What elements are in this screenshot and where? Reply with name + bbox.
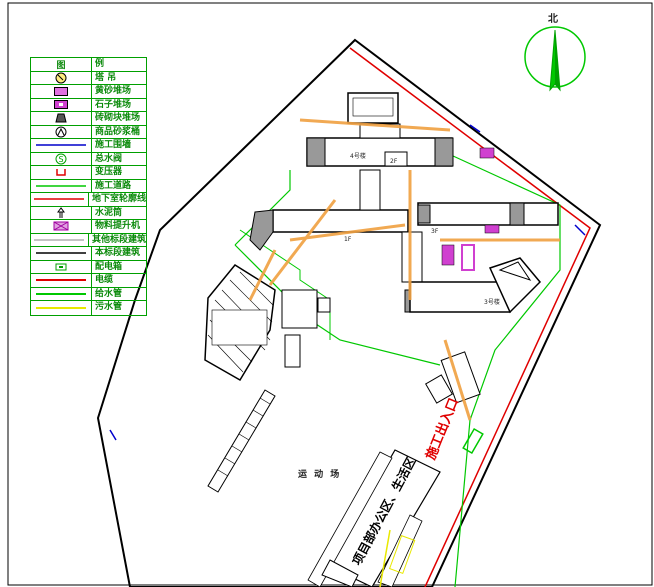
main-valve-icon: S [55, 153, 67, 165]
legend-item-label: 水泥筒 [95, 207, 123, 218]
other-building-line-icon [34, 239, 85, 241]
legend-item-label: 本标段建筑 [95, 248, 141, 258]
legend-item: 配电箱 [31, 260, 146, 274]
floor-2f-label: 2F [390, 158, 398, 165]
barrack-building [207, 389, 276, 493]
building-4-label: 4号楼 [350, 153, 366, 160]
legend-item-label: 给水管 [95, 288, 123, 299]
legend-item: 塔 吊 [31, 71, 146, 85]
sand-yard-icon [54, 86, 68, 96]
legend-item: 给水管 [31, 287, 146, 301]
tower-crane-icon [55, 72, 67, 84]
legend-item: 石子堆场 [31, 98, 146, 112]
legend-item: 施工道路 [31, 179, 146, 193]
water-line [439, 149, 561, 587]
transformer-icon [56, 169, 66, 176]
legend-item-label: 砖砌块堆场 [95, 113, 141, 123]
legend-item-label: 施工道路 [95, 180, 132, 191]
water-supply-line-icon [36, 292, 86, 295]
cement-silo-icon [57, 206, 65, 218]
distribution-box-icon [55, 263, 67, 271]
basement-outline-icon [34, 198, 85, 200]
svg-text:S: S [59, 155, 64, 164]
legend-item-label: 施工围墙 [95, 140, 132, 150]
legend-header-label: 例 [95, 59, 105, 69]
sand-yard [441, 244, 455, 266]
legend-table: 图 例 塔 吊 黄砂堆场 石子堆场 砖砌块堆场 商品砂浆桶 施工围墙 S 总水阀… [30, 57, 147, 316]
legend-item-label: 配电箱 [95, 261, 123, 272]
legend-item: 黄砂堆场 [31, 85, 146, 99]
water-line [239, 229, 331, 340]
building-top-office [347, 92, 399, 124]
legend-item-label: 电缆 [95, 275, 114, 285]
legend-item-label: 黄砂堆场 [95, 86, 132, 96]
legend-header: 图 例 [31, 58, 146, 72]
cable-line [349, 47, 591, 587]
site-wall-line-icon [36, 144, 86, 146]
legend-item: 变压器 [31, 166, 146, 180]
mortar-tank-icon [55, 126, 67, 138]
legend-item: S 总水阀 [31, 152, 146, 166]
gravel-yard-icon [54, 100, 68, 110]
legend-item-label: 商品砂浆桶 [95, 126, 141, 137]
legend-item-label: 其他标段建筑 [91, 234, 146, 245]
legend-item: 其他标段建筑 [31, 233, 146, 247]
legend-header-symbol: 图 [31, 58, 92, 71]
legend-item: 污水管 [31, 301, 146, 315]
sports-field-label: 运 动 场 [298, 470, 342, 480]
legend-item-label: 塔 吊 [95, 72, 117, 83]
north-label: 北 [548, 14, 558, 25]
legend-item-label: 变压器 [95, 167, 123, 177]
sewage-line-icon [36, 306, 86, 309]
legend-item: 施工围墙 [31, 139, 146, 153]
building-3-east-wing [417, 202, 559, 226]
legend-item-label: 总水阀 [95, 153, 123, 164]
site-boundary [96, 38, 602, 587]
material-hoist-icon [53, 221, 69, 231]
site-road-line-icon [36, 185, 86, 187]
legend-item: 物料提升机 [31, 220, 146, 234]
legend-item: 水泥筒 [31, 206, 146, 220]
brick-yard-icon [55, 113, 67, 123]
tower-crane-reach [248, 118, 560, 421]
building-4 [306, 137, 453, 167]
building-3-label: 3号楼 [484, 299, 500, 306]
this-building-line-icon [36, 252, 86, 254]
legend-item: 电缆 [31, 274, 146, 288]
floor-3f-label: 3F [431, 228, 439, 235]
building-west-annex [281, 289, 318, 329]
building-southeast-wing [409, 281, 511, 313]
legend-item-label: 物料提升机 [95, 221, 141, 231]
legend-item-label: 地下室轮廓线 [91, 194, 146, 204]
gravel-yard [461, 244, 475, 271]
legend-item-label: 石子堆场 [95, 99, 132, 110]
legend-item: 本标段建筑 [31, 247, 146, 261]
floor-1f-label: 1F [344, 236, 352, 243]
sewage-line [379, 529, 391, 587]
legend-item: 地下室轮廓线 [31, 193, 146, 207]
north-arrow [524, 26, 586, 92]
legend-item-label: 污水管 [95, 302, 123, 312]
legend-item: 砖砌块堆场 [31, 112, 146, 126]
drawing-frame [7, 2, 653, 586]
legend-item: 商品砂浆桶 [31, 125, 146, 139]
cable-line-icon [36, 279, 86, 282]
